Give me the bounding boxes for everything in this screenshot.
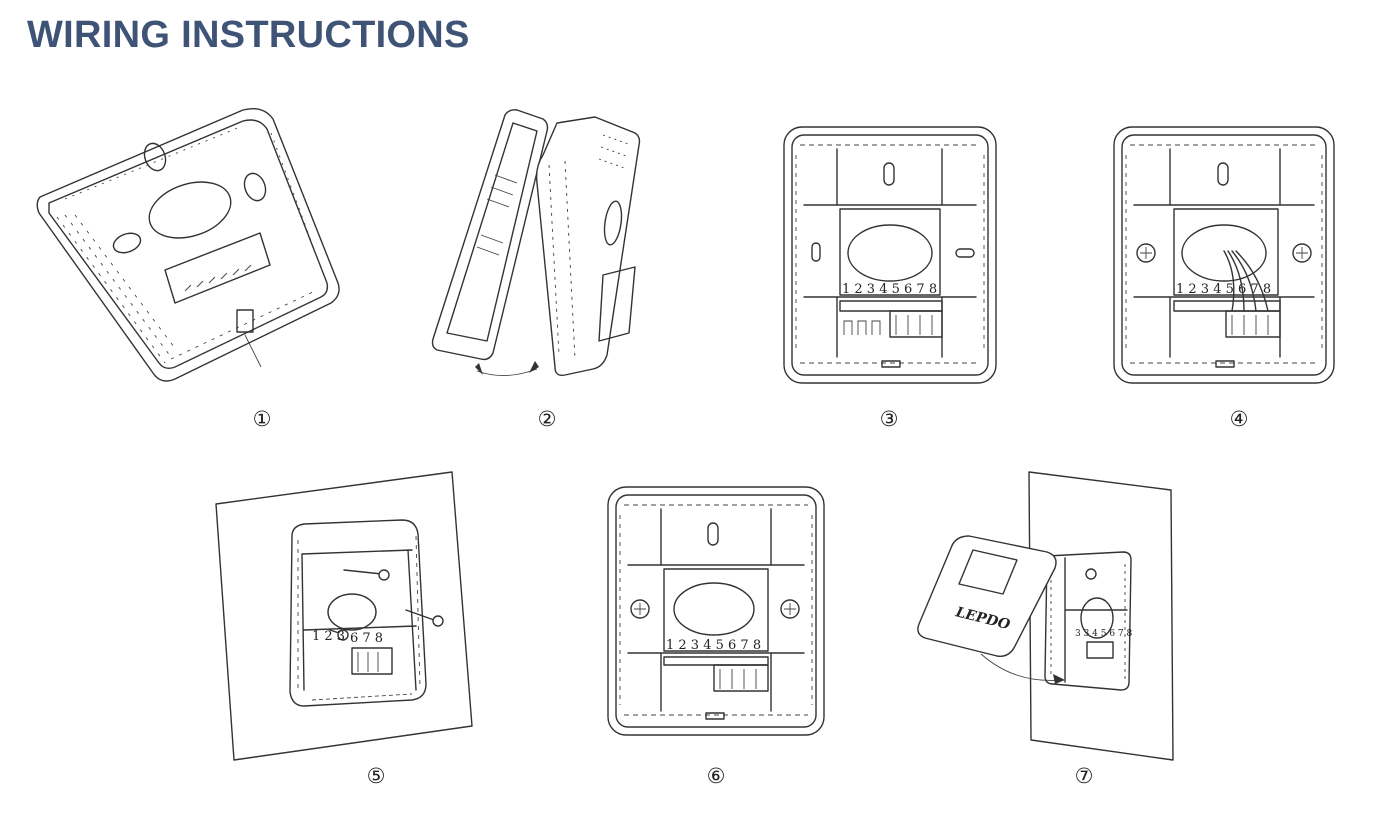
attach-front-cover-icon: 3 3 4 5 6 7 8 LEPDO [915,470,1177,762]
mounted-back-plate-icon: 1 2 3 4 5 6 7 8 [606,485,826,737]
step-6-figure: 1 2 3 4 5 6 7 8 [606,485,826,737]
step-7-figure: 3 3 4 5 6 7 8 LEPDO [915,470,1177,762]
step-5-number: ⑤ [366,764,386,788]
back-plate-wired-icon: 1 2 3 4 5 6 7 8 [1112,125,1336,385]
step-5-figure: 1 2 3 6 7 8 [212,470,474,762]
terminal-numbers-4: 1 2 3 4 5 6 7 8 [1176,282,1271,297]
page-title: WIRING INSTRUCTIONS [27,14,470,56]
step-4-figure: 1 2 3 4 5 6 7 8 [1112,125,1336,385]
step-6-number: ⑥ [706,764,726,788]
step-3-figure: 1 2 3 4 5 6 7 8 [782,125,998,385]
back-plate-terminals-icon: 1 2 3 4 5 6 7 8 [782,125,998,385]
housing-rear-view-icon [35,105,345,390]
svg-text:1 2 3: 1 2 3 [312,629,345,644]
open-housing-icon [425,105,650,385]
step-2-figure [425,105,650,385]
step-3-number: ③ [879,407,899,431]
step-2-number: ② [537,407,557,431]
step-4-number: ④ [1229,407,1249,431]
step-1-number: ① [252,407,272,431]
step-1-figure [35,105,345,390]
svg-text:3 3 4 5 6 7 8: 3 3 4 5 6 7 8 [1075,629,1133,639]
terminal-numbers-3: 1 2 3 4 5 6 7 8 [842,282,937,297]
wall-mount-screws-icon: 1 2 3 6 7 8 [212,470,474,762]
svg-text:6 7 8: 6 7 8 [350,631,383,646]
terminal-numbers-6: 1 2 3 4 5 6 7 8 [666,638,761,653]
step-7-number: ⑦ [1074,764,1094,788]
